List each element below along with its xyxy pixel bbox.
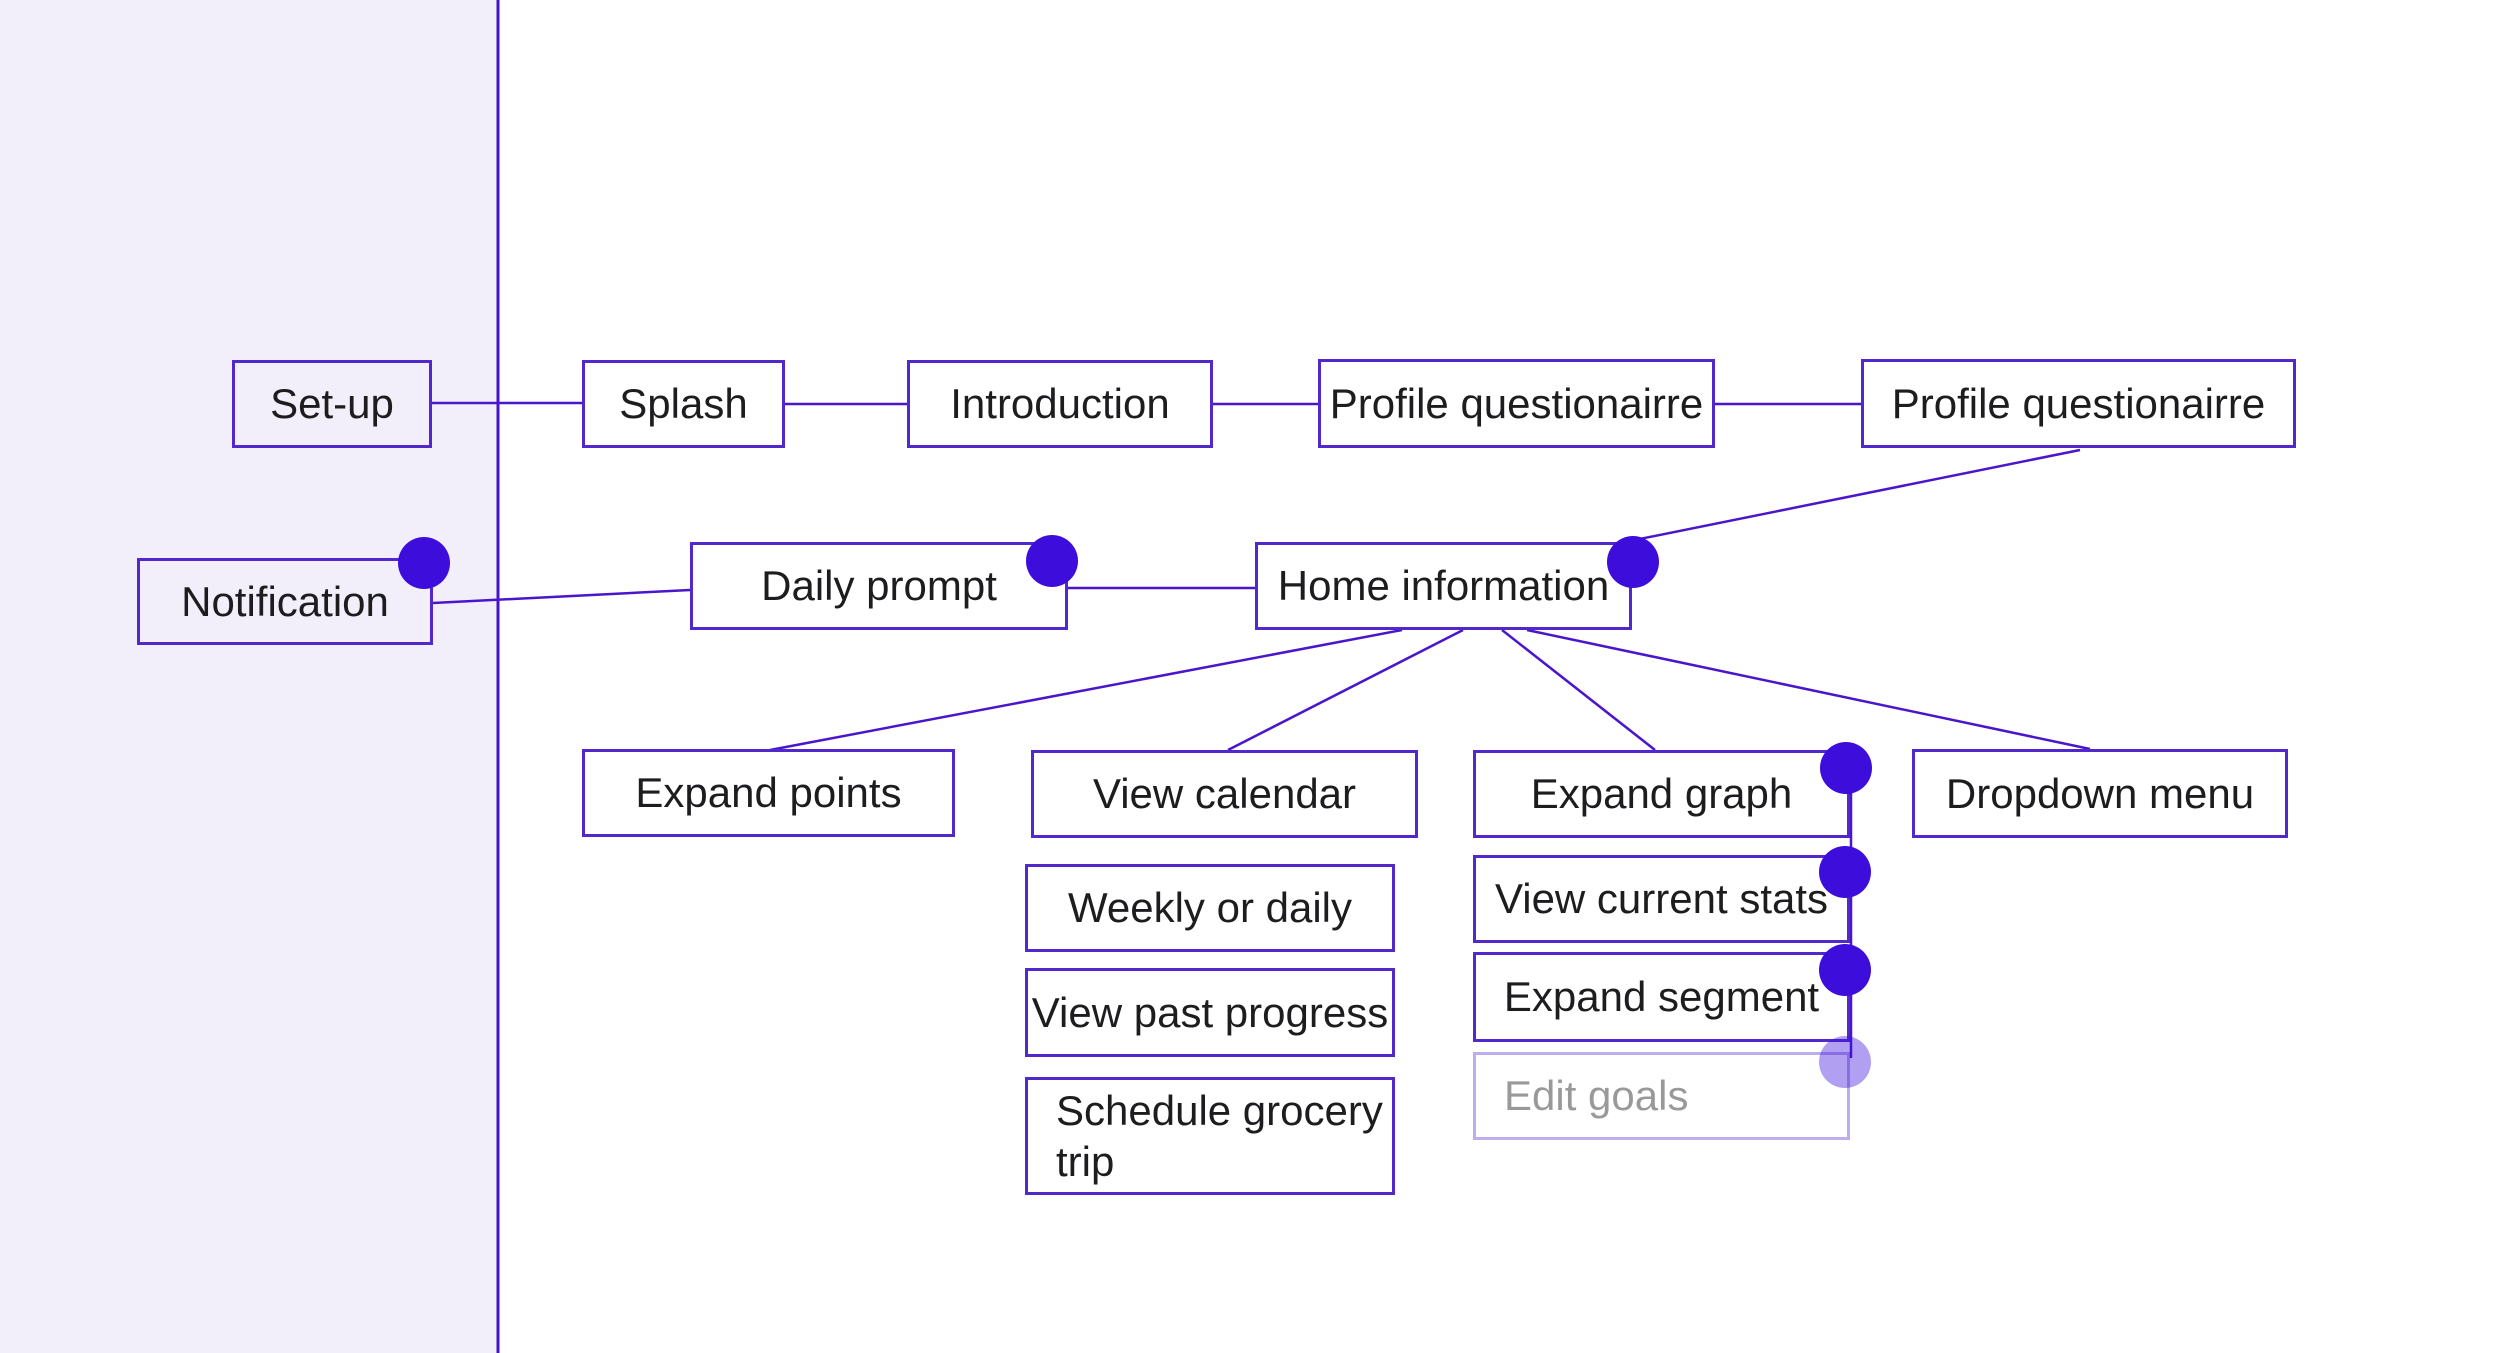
node-label: Expand graph [1530, 770, 1793, 818]
node-label: Notification [181, 577, 389, 625]
node-introduction[interactable]: Introduction [907, 360, 1213, 448]
node-expand-points[interactable]: Expand points [582, 749, 955, 837]
node-label: Splash [619, 380, 748, 428]
connector-dot-home-information[interactable] [1607, 536, 1659, 588]
node-label: Dropdown menu [1945, 769, 2255, 817]
node-label: Expand segment [1503, 973, 1820, 1021]
node-view-calendar[interactable]: View calendar [1031, 750, 1418, 838]
node-schedule-grocery-trip[interactable]: Schedule grocery trip [1025, 1077, 1395, 1195]
node-label: Edit goals [1504, 1072, 1689, 1120]
node-label: Weekly or daily [1068, 884, 1352, 932]
node-setup[interactable]: Set-up [232, 360, 432, 448]
connector-dot-edit-goals[interactable] [1819, 1036, 1871, 1088]
edge-home-information-dropdown-menu[interactable] [1526, 628, 2091, 751]
connector-dot-expand-graph[interactable] [1820, 742, 1872, 794]
edge-home-information-expand-graph[interactable] [1501, 629, 1656, 751]
node-splash[interactable]: Splash [582, 360, 785, 448]
connector-dot-view-current-stats[interactable] [1819, 846, 1871, 898]
node-label: Set-up [270, 380, 394, 428]
connector-dot-daily-prompt[interactable] [1026, 535, 1078, 587]
edge-home-information-expand-points[interactable] [769, 628, 1403, 752]
node-notification[interactable]: Notification [137, 558, 433, 645]
node-view-past-progress[interactable]: View past progress [1025, 968, 1395, 1057]
edge-home-information-view-calendar[interactable] [1227, 628, 1464, 752]
node-label: Profile questionairre [1891, 379, 2266, 427]
node-label: Profile questionairre [1329, 379, 1704, 427]
node-home-information[interactable]: Home information [1255, 542, 1632, 630]
connector-dot-expand-segment[interactable] [1819, 944, 1871, 996]
node-edit-goals[interactable]: Edit goals [1473, 1052, 1850, 1140]
edge-notification-daily-prompt[interactable] [432, 588, 691, 605]
node-expand-graph[interactable]: Expand graph [1473, 750, 1850, 838]
node-profile-questionairre-1[interactable]: Profile questionairre [1318, 359, 1715, 448]
node-expand-segment[interactable]: Expand segment [1473, 952, 1850, 1042]
node-daily-prompt[interactable]: Daily prompt [690, 542, 1068, 630]
node-label: Home information [1277, 562, 1610, 610]
node-label: Introduction [950, 380, 1170, 428]
node-label: View current stats [1494, 875, 1829, 923]
node-profile-questionairre-2[interactable]: Profile questionairre [1861, 359, 2296, 448]
node-label: Schedule grocery trip [1056, 1086, 1383, 1185]
left-panel [0, 0, 498, 1353]
node-label: Expand points [635, 769, 902, 817]
node-view-current-stats[interactable]: View current stats [1473, 855, 1850, 943]
edge-profile-questionairre-2-home-information[interactable] [1619, 448, 2081, 545]
node-label: View past progress [1031, 988, 1389, 1036]
node-label: View calendar [1092, 770, 1357, 818]
connector-dot-notification[interactable] [398, 537, 450, 589]
node-dropdown-menu[interactable]: Dropdown menu [1912, 749, 2288, 838]
node-weekly-or-daily[interactable]: Weekly or daily [1025, 864, 1395, 952]
node-label: Daily prompt [761, 562, 997, 610]
